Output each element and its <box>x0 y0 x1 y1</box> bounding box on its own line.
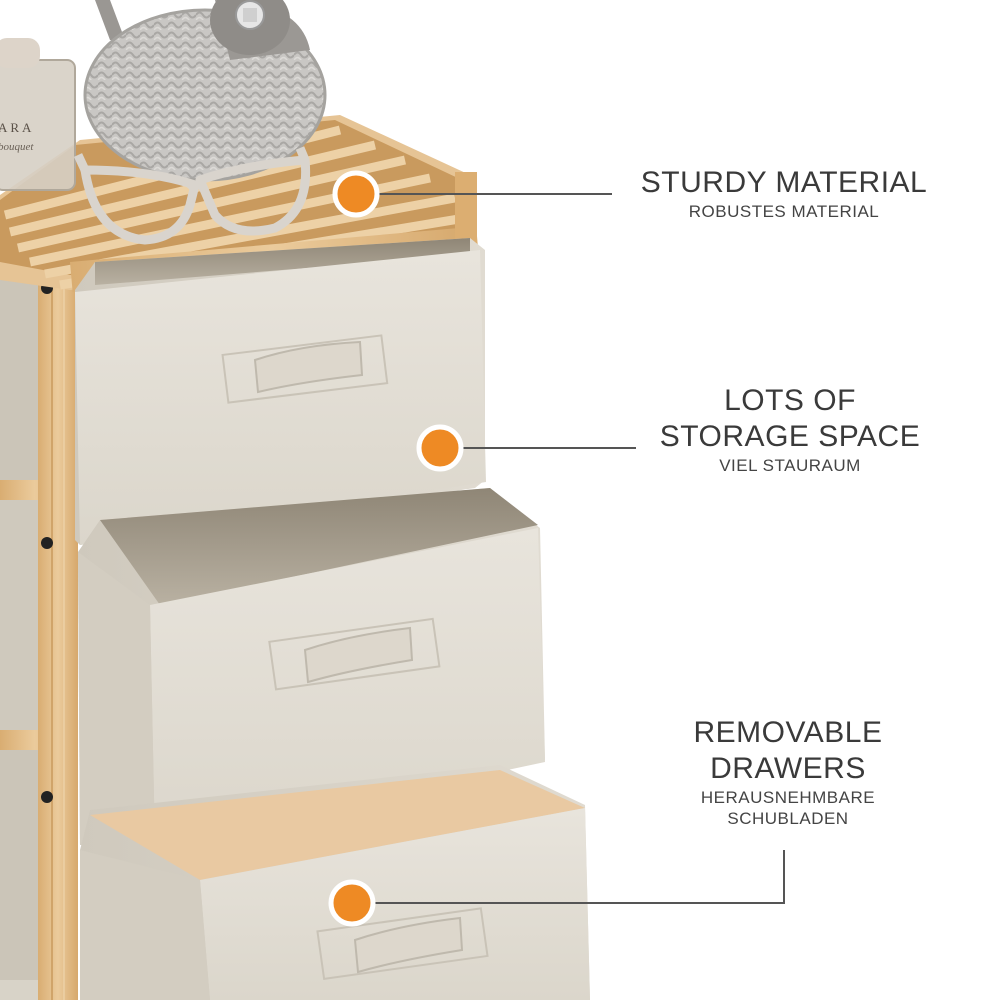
feature-removable-title-line1: REMOVABLE <box>693 716 883 749</box>
perfume-label-line2: bouquet <box>0 141 34 153</box>
feature-storage-subtitle: VIEL STAURAUM <box>719 456 861 475</box>
marker-dot-storage <box>416 424 464 472</box>
drawer-middle <box>78 488 545 845</box>
feature-sturdy: STURDY MATERIAL ROBUSTES MATERIAL <box>624 165 944 222</box>
marker-dot-removable <box>328 879 376 927</box>
feature-markers <box>328 170 464 927</box>
callout-line-removable <box>352 850 785 904</box>
feature-removable: REMOVABLE DRAWERS HERAUSNEHMBARE SCHUBLA… <box>638 715 938 829</box>
eyeglasses <box>73 146 311 245</box>
perfume-label-line1: ARA <box>0 120 34 135</box>
feature-storage-title-line2: STORAGE SPACE <box>659 420 921 453</box>
front-leg <box>38 225 78 1000</box>
callout-lines <box>352 193 785 904</box>
feature-storage: LOTS OF STORAGE SPACE VIEL STAURAUM <box>640 383 940 476</box>
feature-removable-title-line2: DRAWERS <box>710 752 866 785</box>
feature-removable-subtitle-line1: HERAUSNEHMBARE <box>700 788 876 807</box>
feature-storage-title-line1: LOTS OF <box>724 384 856 417</box>
feature-removable-subtitle-line2: SCHUBLADEN <box>727 809 849 828</box>
perfume-bottle: ARA bouquet <box>0 38 76 191</box>
marker-dot-sturdy <box>332 170 380 218</box>
feature-sturdy-title: STURDY MATERIAL <box>640 166 928 199</box>
drawer-top <box>75 238 486 545</box>
wicker-bag <box>83 0 327 182</box>
feature-sturdy-subtitle: ROBUSTES MATERIAL <box>688 202 880 221</box>
